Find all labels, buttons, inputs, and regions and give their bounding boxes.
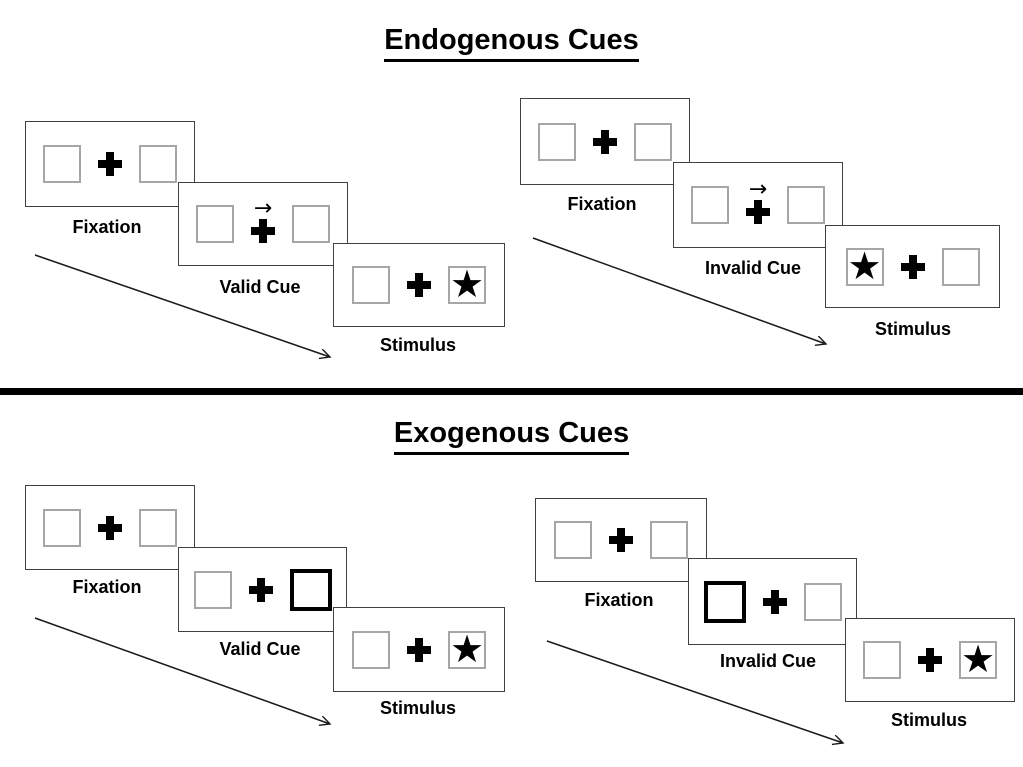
fixation-cross-icon <box>98 152 122 176</box>
fixation-cross-icon <box>609 528 633 552</box>
panel-label: Fixation <box>567 194 637 214</box>
placeholder-box-right <box>650 521 688 559</box>
panel-label: Stimulus <box>874 319 952 339</box>
star-target-icon: ★ <box>960 637 996 681</box>
fixation-cross-icon <box>251 218 275 243</box>
exogenous-invalid-stimulus-panel: ★ <box>845 618 1015 702</box>
endogenous-valid-cue-panel: → <box>178 182 348 266</box>
central-cue-stack: → <box>746 177 770 224</box>
fixation-cross-icon <box>900 254 925 279</box>
timeline-arrow-exogenous-valid <box>34 617 330 724</box>
target-box-right: ★ <box>959 637 997 681</box>
central-cue-stack: → <box>251 196 275 243</box>
placeholder-box-right <box>634 122 672 161</box>
fixation-cross-icon <box>248 577 273 602</box>
endogenous-invalid-cue-panel: → <box>673 162 843 248</box>
endogenous-invalid-stimulus-panel: ★ <box>825 225 1000 308</box>
right-arrow-icon: → <box>748 177 768 203</box>
placeholder-box-left <box>43 145 81 183</box>
highlighted-box-right <box>289 568 332 611</box>
placeholder-box-left <box>554 521 592 559</box>
target-box-right: ★ <box>448 626 486 671</box>
fixation-cross-icon <box>762 589 787 614</box>
section-title-exogenous: Exogenous Cues <box>0 417 1023 455</box>
endogenous-invalid-fixation-panel <box>520 98 690 185</box>
target-box-left: ★ <box>845 243 884 288</box>
panel-label: Valid Cue <box>219 277 301 297</box>
fixation-cross-icon <box>746 199 770 224</box>
panel-label: Stimulus <box>379 698 457 718</box>
exogenous-invalid-cue-panel <box>688 558 857 645</box>
exogenous-valid-stimulus-panel: ★ <box>333 607 505 692</box>
placeholder-box-left <box>352 266 390 304</box>
fixation-cross-icon <box>98 515 122 540</box>
fixation-cross-icon <box>593 129 617 154</box>
endogenous-valid-stimulus-panel: ★ <box>333 243 505 327</box>
placeholder-box-right <box>139 145 177 183</box>
timeline-arrow-endogenous-invalid <box>532 237 826 344</box>
panel-label: Stimulus <box>379 335 457 355</box>
panel-label: Invalid Cue <box>719 651 817 671</box>
panel-label: Invalid Cue <box>704 258 802 278</box>
placeholder-box-right <box>292 205 330 243</box>
panel-label: Fixation <box>72 217 142 237</box>
fixation-cross-icon <box>407 273 431 297</box>
highlighted-box-left <box>703 580 746 623</box>
section-title-endogenous-text: Endogenous Cues <box>384 24 639 62</box>
placeholder-box-left <box>691 186 729 224</box>
placeholder-box-left <box>193 570 232 609</box>
placeholder-box-left <box>196 205 234 243</box>
placeholder-box-left <box>863 641 901 679</box>
timeline-arrow-endogenous-valid <box>34 254 330 357</box>
placeholder-box-left <box>43 508 81 547</box>
fixation-cross-icon <box>918 648 942 672</box>
panel-label: Fixation <box>584 590 654 610</box>
exogenous-invalid-fixation-panel <box>535 498 707 582</box>
exogenous-valid-fixation-panel <box>25 485 195 570</box>
placeholder-box-right <box>941 247 980 286</box>
star-target-icon: ★ <box>847 243 882 288</box>
placeholder-box-right <box>803 582 842 621</box>
panel-label: Fixation <box>72 577 142 597</box>
panel-label: Stimulus <box>890 710 968 730</box>
section-title-exogenous-text: Exogenous Cues <box>393 417 630 455</box>
section-title-endogenous: Endogenous Cues <box>0 24 1023 62</box>
placeholder-box-left <box>538 122 576 161</box>
section-divider <box>0 388 1023 395</box>
fixation-cross-icon <box>407 637 431 662</box>
star-target-icon: ★ <box>449 626 485 671</box>
endogenous-valid-fixation-panel <box>25 121 195 207</box>
exogenous-valid-cue-panel <box>178 547 347 632</box>
placeholder-box-right <box>787 186 825 224</box>
placeholder-box-left <box>352 630 390 669</box>
star-target-icon: ★ <box>449 262 485 306</box>
right-arrow-icon: → <box>253 196 273 222</box>
placeholder-box-right <box>139 508 177 547</box>
panel-label: Valid Cue <box>219 639 301 659</box>
target-box-right: ★ <box>448 262 486 306</box>
